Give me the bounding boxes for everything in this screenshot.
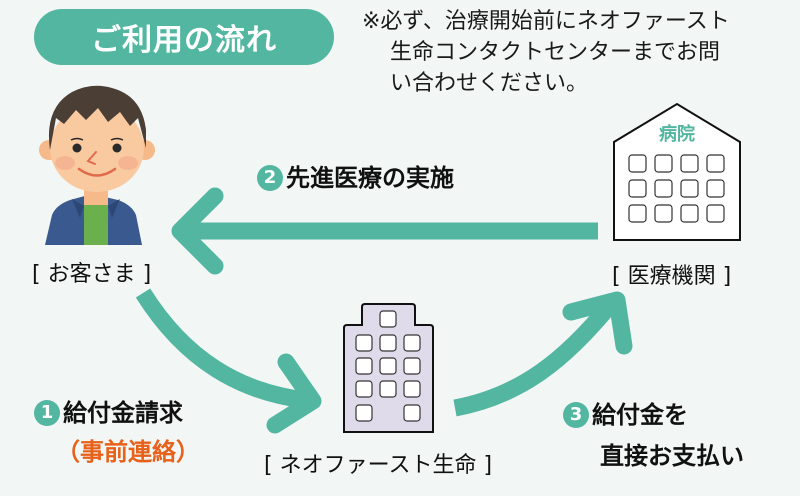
- notice-text: ※必ず、治療開始前にネオファースト 生命コンタクトセンターまでお問 い合わせくだ…: [362, 6, 730, 99]
- customer-label: [ お客さま ]: [32, 262, 152, 287]
- office-building-icon: [343, 303, 434, 433]
- arrow-step-3: [453, 291, 633, 417]
- hospital-icon: 病院: [613, 102, 741, 241]
- step-3-text-line-1: 給付金を: [592, 401, 688, 429]
- hospital-label: [ 医療機関 ]: [612, 264, 732, 289]
- hospital-windows: [628, 154, 725, 223]
- notice-line-2: 生命コンタクトセンターまでお問: [390, 40, 721, 65]
- arrow-step-1: [135, 288, 322, 434]
- office-windows: [355, 310, 421, 422]
- step-1-text: 給付金請求: [63, 399, 183, 427]
- step-2-number-badge: 2: [257, 165, 283, 191]
- notice-line-3: い合わせください。: [390, 71, 589, 96]
- hospital-sign: 病院: [659, 123, 695, 145]
- notice-line-1: ※必ず、治療開始前にネオファースト: [362, 9, 730, 34]
- step-2-text: 先進医療の実施: [286, 164, 454, 192]
- step-3-number-badge: 3: [563, 402, 589, 428]
- page-title: ご利用の流れ: [34, 9, 334, 65]
- person-icon: [39, 85, 155, 245]
- step-1-number-badge: 1: [34, 400, 60, 426]
- insurer-label: [ ネオファースト生命 ]: [264, 453, 493, 478]
- step-1-subtext: （事前連絡）: [56, 438, 200, 466]
- step-3-text-line-2: 直接お支払い: [600, 442, 744, 470]
- arrow-step-2: [171, 187, 598, 275]
